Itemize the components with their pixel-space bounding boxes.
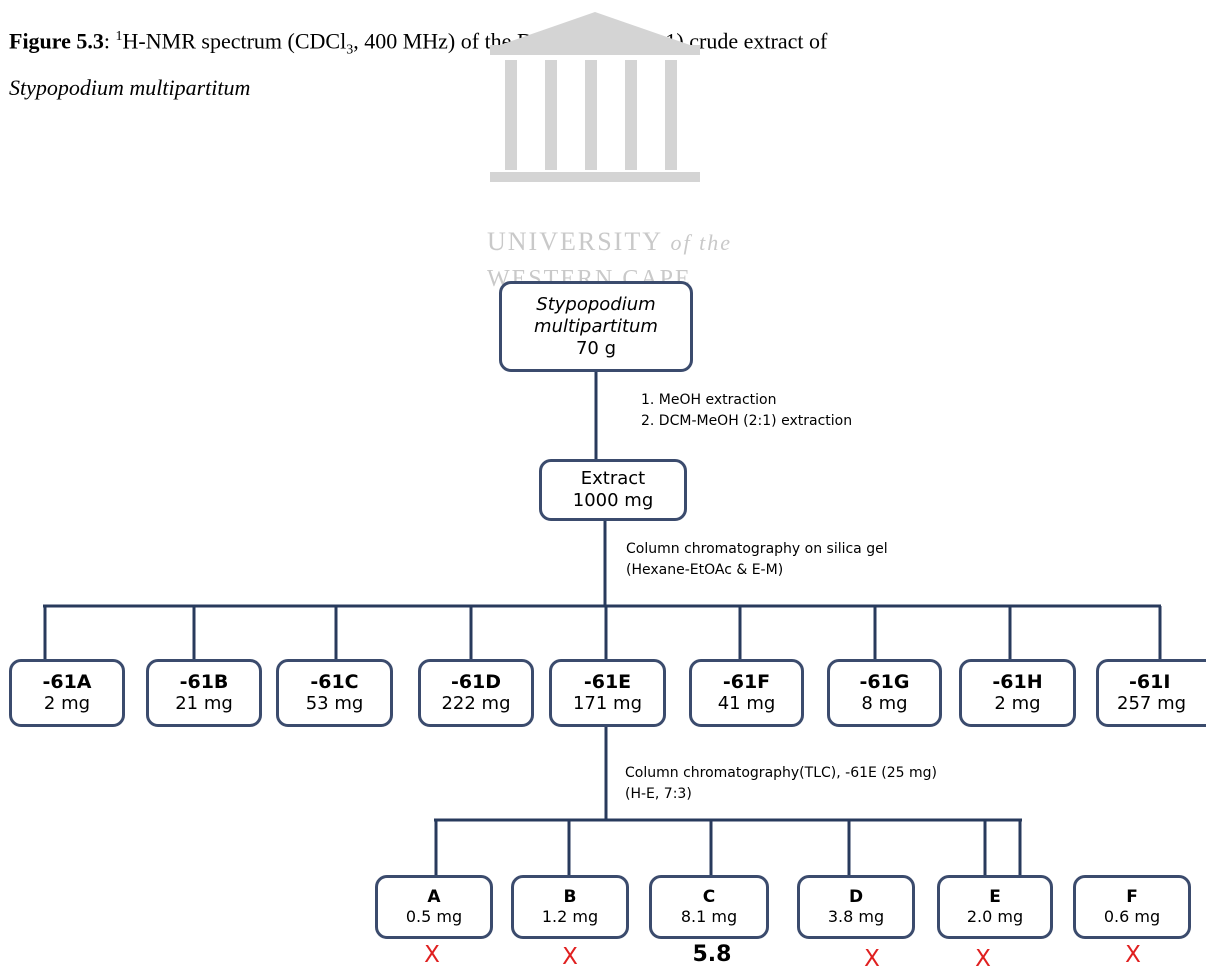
fraction-code: -61I — [1129, 671, 1171, 693]
extract-name: Extract — [580, 468, 646, 489]
fraction-box: -61E 171 mg — [549, 659, 666, 727]
fraction-box: -61C 53 mg — [276, 659, 393, 727]
reject-mark: X — [864, 946, 880, 972]
step2-line1: Column chromatography on silica gel — [626, 541, 888, 557]
subfraction-box: C 8.1 mg — [649, 875, 769, 939]
subfraction-code: C — [702, 887, 716, 907]
reject-mark: X — [975, 946, 991, 972]
compound-number: 5.8 — [692, 942, 732, 967]
step2-line2: (Hexane-EtOAc & E-M) — [626, 562, 784, 578]
step1-procedure: 1. MeOH extraction 2. DCM-MeOH (2:1) ext… — [641, 390, 852, 432]
fraction-code: -61C — [310, 671, 359, 693]
subfraction-mass: 0.6 mg — [1103, 907, 1161, 926]
fraction-code: -61F — [722, 671, 771, 693]
fraction-mass: 2 mg — [994, 693, 1041, 714]
extract-box: Extract 1000 mg — [539, 459, 687, 521]
fraction-mass: 222 mg — [441, 693, 511, 714]
extract-mass: 1000 mg — [572, 490, 654, 511]
fraction-mass: 21 mg — [175, 693, 233, 714]
fraction-box: -61H 2 mg — [959, 659, 1076, 727]
subfraction-box: B 1.2 mg — [511, 875, 629, 939]
fraction-code: -61H — [992, 671, 1043, 693]
fraction-code: -61E — [583, 671, 632, 693]
fraction-mass: 2 mg — [43, 693, 91, 714]
subfraction-mass: 3.8 mg — [827, 907, 885, 926]
fraction-mass: 8 mg — [861, 693, 908, 714]
fraction-box: -61A 2 mg — [9, 659, 125, 727]
fraction-box: -61B 21 mg — [146, 659, 262, 727]
step3-line2: (H-E, 7:3) — [625, 786, 692, 802]
root-box: Stypopodium multipartitum 70 g — [499, 281, 693, 372]
fraction-code: -61D — [450, 671, 502, 693]
step2-procedure: Column chromatography on silica gel (Hex… — [626, 539, 888, 581]
subfraction-box: A 0.5 mg — [375, 875, 493, 939]
subfraction-code: A — [427, 887, 441, 907]
watermark-line1: UNIVERSITY of the — [487, 227, 733, 256]
reject-mark: X — [562, 944, 578, 970]
step1-item2: 2. DCM-MeOH (2:1) extraction — [641, 413, 853, 429]
fraction-box: -61F 41 mg — [689, 659, 804, 727]
subfraction-code: D — [848, 887, 864, 907]
step3-line1: Column chromatography(TLC), -61E (25 mg) — [625, 765, 938, 781]
fraction-mass: 41 mg — [717, 693, 776, 714]
fraction-mass: 257 mg — [1117, 693, 1187, 714]
fraction-mass: 171 mg — [572, 693, 643, 714]
fraction-box: -61I 257 mg — [1096, 659, 1206, 727]
subfraction-code: F — [1126, 887, 1138, 907]
fraction-box: -61G 8 mg — [827, 659, 942, 727]
step3-procedure: Column chromatography(TLC), -61E (25 mg)… — [625, 763, 937, 805]
fraction-code: -61G — [859, 671, 910, 693]
root-name-line2: multipartitum — [534, 315, 658, 337]
subfraction-mass: 0.5 mg — [405, 907, 463, 926]
fraction-code: -61B — [179, 671, 229, 693]
subfraction-box: E 2.0 mg — [937, 875, 1053, 939]
reject-mark: X — [1125, 942, 1141, 968]
fraction-box: -61D 222 mg — [418, 659, 534, 727]
reject-mark: X — [424, 942, 440, 968]
subfraction-mass: 1.2 mg — [541, 907, 599, 926]
fraction-mass: 53 mg — [305, 693, 364, 714]
subfraction-box: F 0.6 mg — [1073, 875, 1191, 939]
step1-item1: 1. MeOH extraction — [641, 392, 777, 408]
figure-label: Figure 5.3 — [9, 28, 104, 54]
subfraction-mass: 2.0 mg — [966, 907, 1024, 926]
figure-caption-species: Stypopodium multipartitum — [9, 74, 251, 100]
root-mass: 70 g — [575, 337, 617, 359]
fraction-code: -61A — [42, 671, 92, 693]
root-name-line1: Stypopodium — [536, 293, 656, 315]
subfraction-mass: 8.1 mg — [680, 907, 738, 926]
subfraction-code: E — [989, 887, 1001, 907]
subfraction-box: D 3.8 mg — [797, 875, 915, 939]
subfraction-code: B — [563, 887, 577, 907]
